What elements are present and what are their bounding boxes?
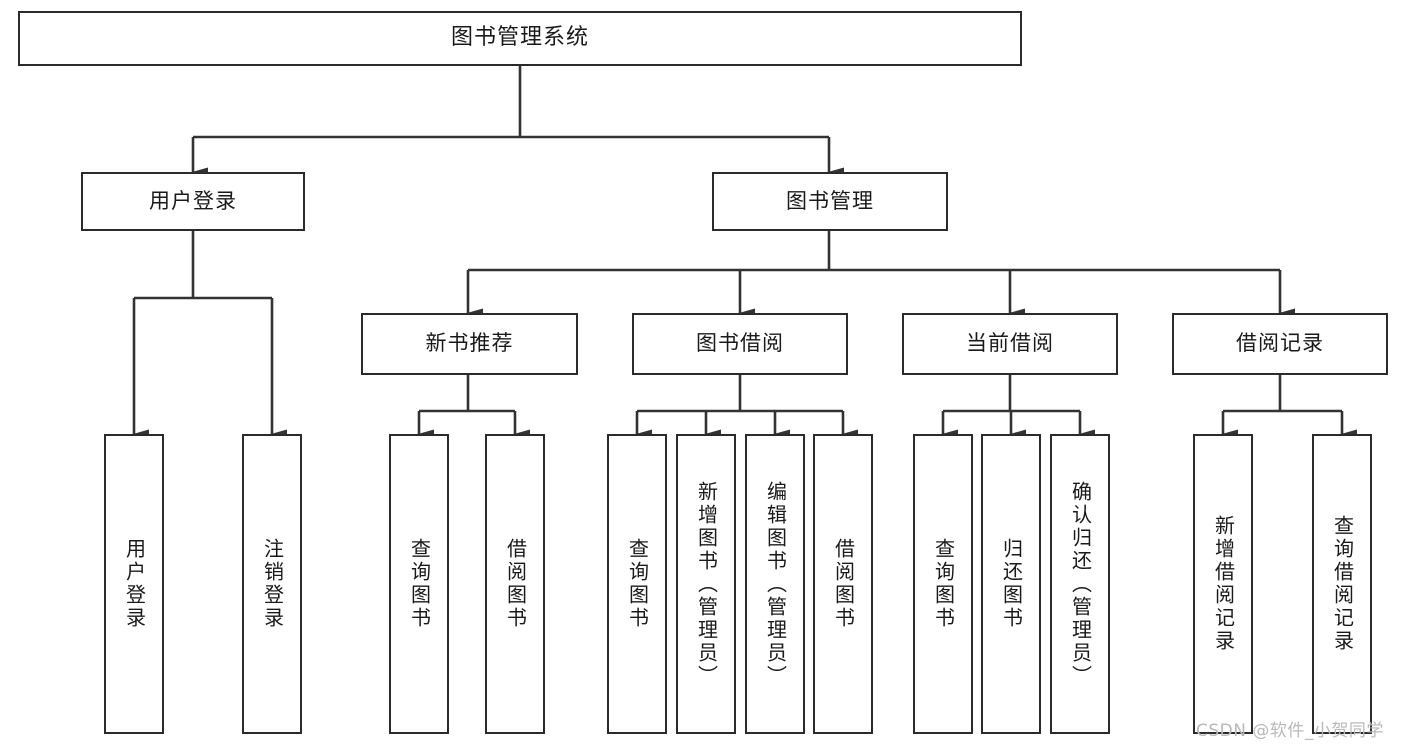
node-borrow-record[interactable]: 借阅记录 — [1172, 313, 1388, 375]
node-leaf-logout-label: 注销登录 — [260, 538, 285, 630]
node-leaf-edit-book-admin[interactable]: 编辑图书（管理员） — [745, 434, 805, 734]
node-leaf-query-book-current-label: 查询图书 — [931, 538, 956, 630]
node-root[interactable]: 图书管理系统 — [18, 11, 1022, 66]
node-leaf-borrow-book-label: 借阅图书 — [831, 538, 856, 630]
node-leaf-query-book-recommend-label: 查询图书 — [407, 538, 432, 630]
node-leaf-query-borrow-record[interactable]: 查询借阅记录 — [1312, 434, 1372, 734]
node-book-manage-label: 图书管理 — [786, 188, 874, 213]
node-book-borrow[interactable]: 图书借阅 — [632, 313, 848, 375]
node-leaf-return-book-label: 归还图书 — [999, 538, 1024, 630]
node-root-label: 图书管理系统 — [450, 25, 589, 51]
node-borrow-record-label: 借阅记录 — [1236, 331, 1324, 356]
node-new-book-recommend-label: 新书推荐 — [425, 331, 514, 356]
node-current-borrow[interactable]: 当前借阅 — [902, 313, 1118, 375]
node-leaf-query-book-borrow-label: 查询图书 — [625, 538, 650, 630]
node-leaf-user-login[interactable]: 用户登录 — [104, 434, 164, 734]
node-current-borrow-label: 当前借阅 — [966, 331, 1054, 356]
node-leaf-borrow-book-recommend-label: 借阅图书 — [503, 538, 528, 630]
node-book-borrow-label: 图书借阅 — [696, 331, 784, 356]
node-leaf-add-borrow-record-label: 新增借阅记录 — [1211, 515, 1236, 653]
watermark: CSDN @软件_小贺同学 — [1196, 721, 1384, 741]
node-user-login[interactable]: 用户登录 — [81, 172, 305, 231]
node-leaf-query-book-recommend[interactable]: 查询图书 — [389, 434, 449, 734]
node-new-book-recommend[interactable]: 新书推荐 — [361, 313, 578, 375]
node-leaf-add-book-admin-label: 新增图书（管理员） — [694, 480, 719, 688]
node-leaf-borrow-book[interactable]: 借阅图书 — [813, 434, 873, 734]
node-book-manage[interactable]: 图书管理 — [712, 172, 948, 231]
node-leaf-query-book-current[interactable]: 查询图书 — [913, 434, 973, 734]
node-leaf-add-borrow-record[interactable]: 新增借阅记录 — [1193, 434, 1253, 734]
node-leaf-edit-book-admin-label: 编辑图书（管理员） — [763, 480, 788, 688]
node-leaf-user-login-label: 用户登录 — [122, 538, 147, 630]
node-leaf-query-borrow-record-label: 查询借阅记录 — [1330, 515, 1355, 653]
node-leaf-return-book[interactable]: 归还图书 — [981, 434, 1041, 734]
node-leaf-add-book-admin[interactable]: 新增图书（管理员） — [676, 434, 736, 734]
node-leaf-logout[interactable]: 注销登录 — [242, 434, 302, 734]
node-leaf-confirm-return-admin-label: 确认归还（管理员） — [1068, 480, 1093, 688]
node-leaf-confirm-return-admin[interactable]: 确认归还（管理员） — [1050, 434, 1110, 734]
node-leaf-query-book-borrow[interactable]: 查询图书 — [607, 434, 667, 734]
node-leaf-borrow-book-recommend[interactable]: 借阅图书 — [485, 434, 545, 734]
node-user-login-label: 用户登录 — [149, 188, 237, 213]
